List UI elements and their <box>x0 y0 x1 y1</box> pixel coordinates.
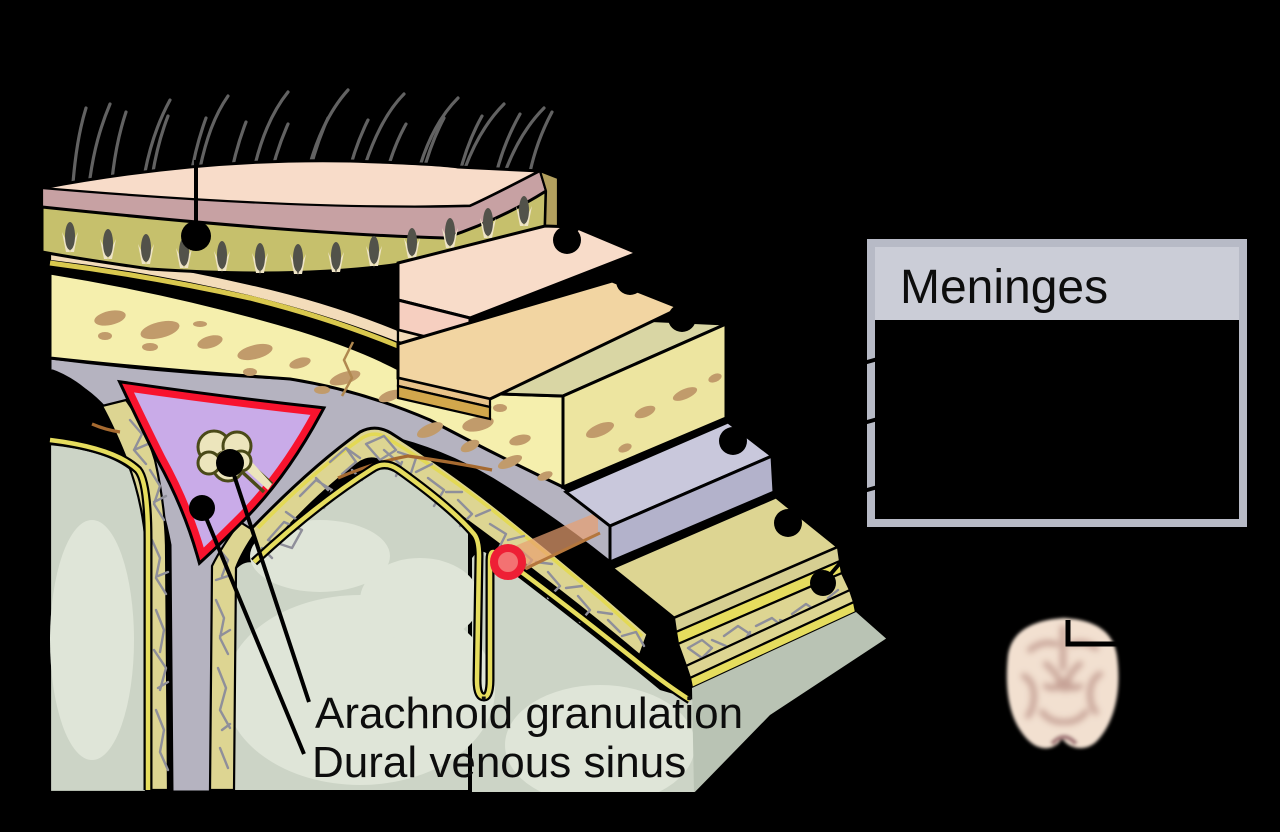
legend-leader-notches <box>859 353 893 494</box>
coronal-brain-section-icon <box>1006 618 1119 749</box>
skin-marker-dot <box>553 226 581 254</box>
granulation-marker-dot <box>216 449 244 477</box>
subarachnoid-vessels <box>91 422 493 480</box>
layer-steps <box>396 224 890 793</box>
cerebral-vessel-cross-section <box>490 544 526 580</box>
pia-mater-layer <box>49 435 693 790</box>
dura-marker-dot <box>719 427 747 455</box>
dural-venous-sinus-label: Dural venous sinus <box>312 738 686 787</box>
arachnoid-marker-dot <box>774 509 802 537</box>
sinus-marker-dot <box>189 495 215 521</box>
meninges-title: Meninges <box>900 261 1108 314</box>
vessel-line <box>511 531 601 577</box>
periosteum-line <box>49 260 399 349</box>
pia-marker-dot <box>810 570 836 596</box>
scalp-marker-dot <box>181 221 211 251</box>
meninges-legend-box: Meninges <box>859 239 1247 527</box>
arachnoid-granulation-label: Arachnoid granulation <box>315 689 743 738</box>
skull-marker-dot <box>668 304 696 332</box>
skull-suture-line <box>340 341 355 397</box>
connective-step-top <box>396 279 684 401</box>
scalp-skin-layer <box>40 88 560 276</box>
connective-marker-dot <box>616 267 644 295</box>
hair-follicles <box>62 196 532 276</box>
brain-gyri-highlights <box>50 520 695 805</box>
layer-markers <box>181 160 843 755</box>
skull-bone-layer <box>48 271 728 490</box>
legend-header <box>871 243 1243 320</box>
region-highlight-bracket <box>1065 620 1127 647</box>
cortical-vessel-tube <box>510 512 598 578</box>
bone-marrow-spots <box>94 310 722 481</box>
